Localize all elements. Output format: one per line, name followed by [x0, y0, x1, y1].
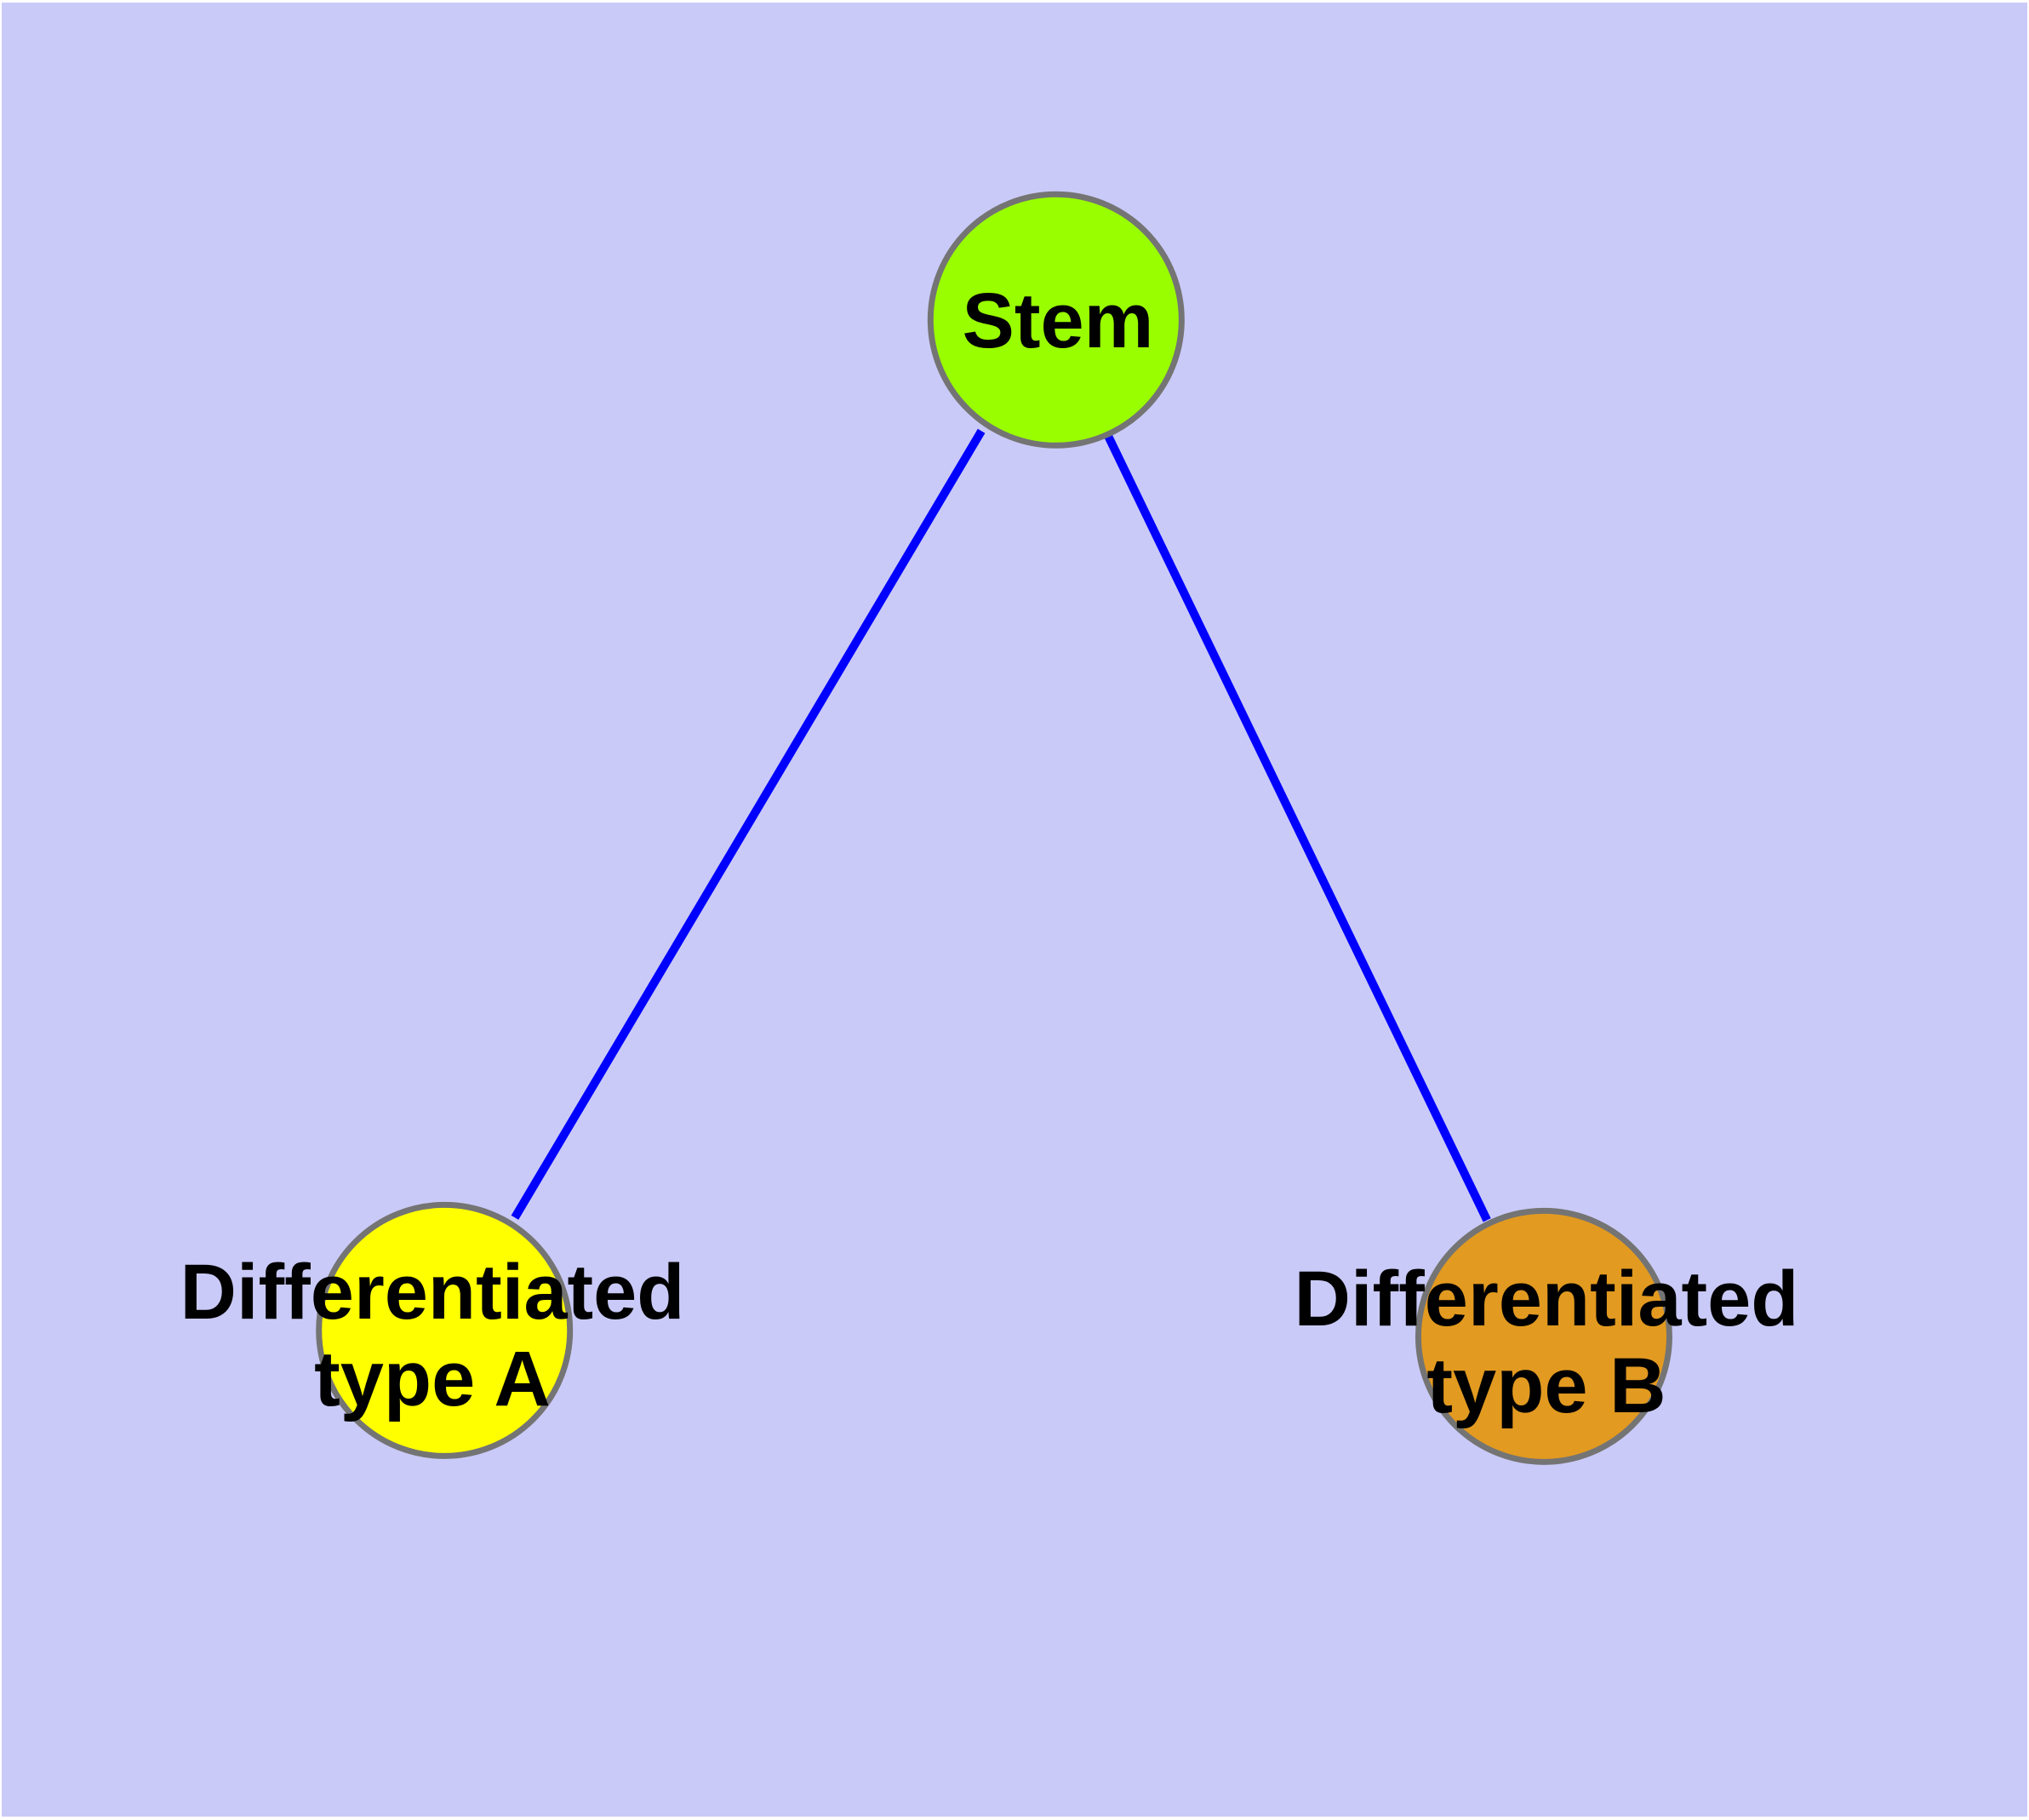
- node-stem-label: Stem: [962, 278, 1154, 364]
- graph-canvas: Stem Differentiated type A Differentiate…: [2, 3, 2027, 1817]
- node-type-a-label-line2: type A: [314, 1336, 551, 1422]
- node-type-a-label: Differentiated type A: [180, 1249, 685, 1422]
- node-type-a-label-line1: Differentiated: [180, 1249, 685, 1336]
- node-type-b-label-line2: type B: [1426, 1342, 1666, 1429]
- graph-svg: [316, 191, 1672, 1465]
- node-stem-circle[interactable]: [927, 191, 1185, 449]
- edge-stem-to-type-a: [511, 428, 986, 1220]
- node-type-a-circle[interactable]: [316, 1201, 574, 1459]
- node-type-b-label: Differentiated type B: [1295, 1256, 1799, 1429]
- node-type-b-label-line1: Differentiated: [1294, 1256, 1799, 1342]
- edge-stem-to-type-b: [1104, 433, 1491, 1222]
- node-type-b-circle[interactable]: [1415, 1207, 1672, 1465]
